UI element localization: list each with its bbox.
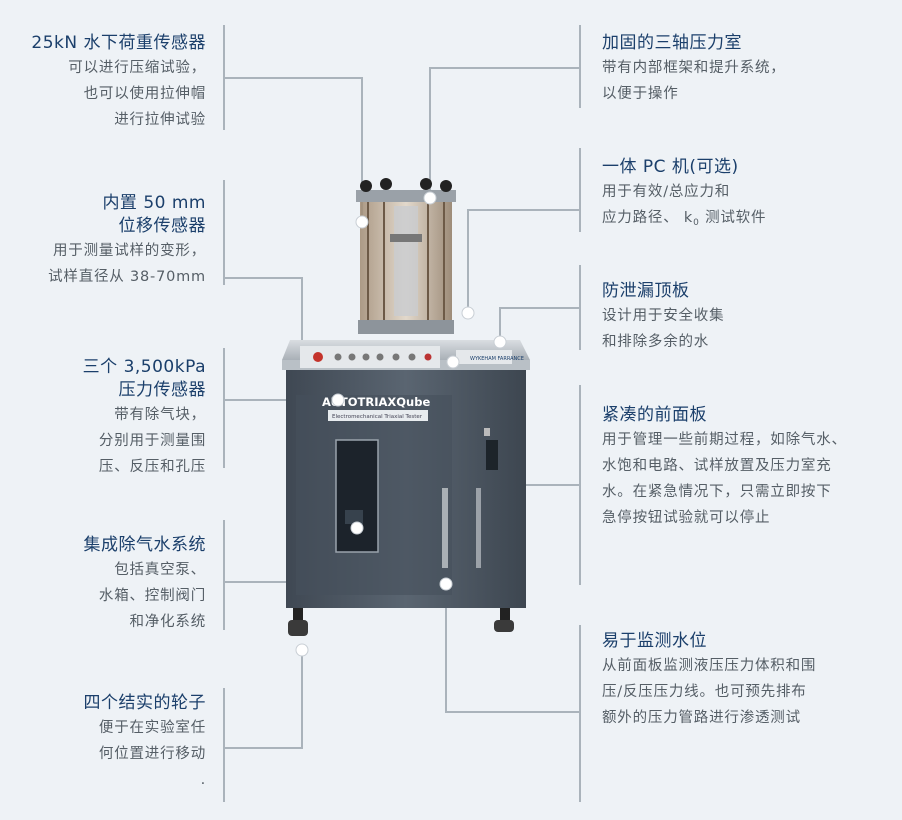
feature-title: 紧凑的前面板 [602, 405, 707, 425]
logo-text: WYKEHAM FARRANCE [470, 356, 524, 362]
feature-title: 易于监测水位 [602, 631, 707, 651]
feature-front-panel: 紧凑的前面板 用于管理一些前期过程，如除气水、 水饱和电路、试样放置及压力室充 … [602, 404, 847, 531]
feature-title: 内置 50 mm [102, 193, 206, 213]
feature-title: 位移传感器 [118, 216, 206, 236]
feature-line: 和净化系统 [129, 614, 206, 630]
feature-line: 何位置进行移动 [98, 746, 206, 762]
brand-subtitle: Electromechanical Triaxial Tester [332, 414, 423, 420]
feature-line: 急停按钮试验就可以停止 [602, 510, 771, 526]
feature-line: 用于有效/总应力和 [602, 184, 731, 200]
feature-line: 可以进行压缩试验， [68, 60, 206, 76]
feature-line: 带有除气块， [114, 407, 206, 423]
feature-line: 设计用于安全收集 [602, 308, 725, 324]
feature-line: 压、反压和孔压 [98, 459, 206, 475]
feature-line: 水。在紧急情况下，只需立即按下 [602, 484, 832, 500]
feature-line: 也可以使用拉伸帽 [83, 86, 206, 102]
feature-line: 进行拉伸试验 [114, 112, 206, 128]
brand-text: AUTOTRIAXQube [322, 395, 430, 409]
feature-triaxial-cell: 加固的三轴压力室 带有内部框架和提升系统， 以便于操作 [602, 32, 786, 107]
feature-pressure-transducers: 三个 3,500kPa 压力传感器 带有除气块， 分别用于测量围 压、反压和孔压 [83, 356, 206, 480]
feature-line: 带有内部框架和提升系统， [602, 60, 786, 76]
feature-wheels: 四个结实的轮子 便于在实验室任 何位置进行移动 . [84, 692, 207, 793]
feature-line: 额外的压力管路进行渗透测试 [602, 710, 801, 726]
feature-displacement-transducer: 内置 50 mm 位移传感器 用于测量试样的变形， 试样直径从 38-70mm [48, 192, 206, 290]
feature-title: 25kN 水下荷重传感器 [31, 33, 206, 53]
feature-title: 四个结实的轮子 [83, 693, 206, 713]
feature-line: . [200, 772, 206, 788]
wheels [288, 608, 514, 636]
feature-line: 压/反压压力线。也可预先排布 [602, 684, 807, 700]
callout-dots [295, 191, 507, 657]
triaxial-cell [356, 178, 456, 334]
feature-line: 试样直径从 38-70mm [48, 269, 206, 285]
water-tank-window [335, 439, 379, 553]
feature-load-cell: 25kN 水下荷重传感器 可以进行压缩试验， 也可以使用拉伸帽 进行拉伸试验 [31, 32, 206, 133]
feature-water-level: 易于监测水位 从前面板监测液压压力体积和围 压/反压压力线。也可预先排布 额外的… [602, 630, 816, 731]
feature-title: 三个 3,500kPa [82, 357, 206, 377]
feature-title: 一体 PC 机(可选) [602, 157, 739, 177]
feature-leak-proof-top-plate: 防泄漏顶板 设计用于安全收集 和排除多余的水 [602, 280, 724, 355]
feature-line: 用于测量试样的变形， [53, 243, 206, 259]
feature-title: 防泄漏顶板 [602, 281, 690, 301]
feature-deaired-water-system: 集成除气水系统 包括真空泵、 水箱、控制阀门 和净化系统 [84, 534, 207, 635]
feature-line: 应力路径、 k0 测试软件 [602, 210, 767, 228]
feature-line: 以便于操作 [602, 86, 679, 102]
feature-title: 压力传感器 [118, 380, 206, 400]
feature-title: 加固的三轴压力室 [602, 33, 742, 53]
feature-line: 和排除多余的水 [602, 334, 710, 350]
emergency-stop-icon [313, 352, 323, 362]
front-control-panel: WYKEHAM FARRANCE [300, 346, 524, 368]
feature-line: 水饱和电路、试样放置及压力室充 [602, 458, 832, 474]
feature-line: 包括真空泵、 [114, 562, 206, 578]
feature-title: 集成除气水系统 [83, 535, 206, 555]
feature-line: 水箱、控制阀门 [98, 588, 206, 604]
feature-integrated-pc: 一体 PC 机(可选) 用于有效/总应力和 应力路径、 k0 测试软件 [602, 156, 766, 236]
feature-line: 用于管理一些前期过程，如除气水、 [602, 432, 847, 448]
feature-line: 从前面板监测液压压力体积和围 [602, 658, 817, 674]
feature-line: 分别用于测量围 [98, 433, 206, 449]
feature-line: 便于在实验室任 [98, 720, 206, 736]
